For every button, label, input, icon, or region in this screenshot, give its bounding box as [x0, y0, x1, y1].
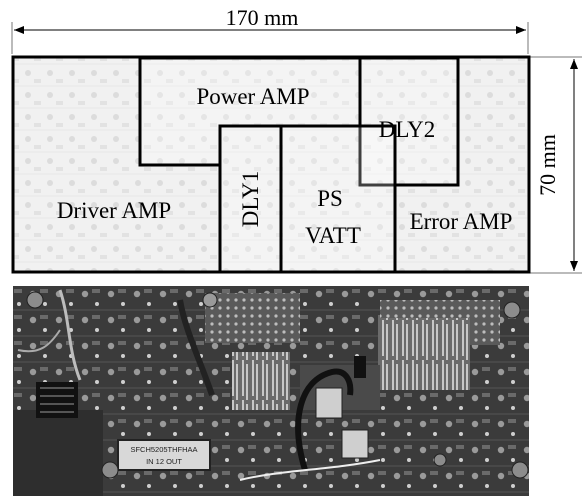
- error-amp-label: Error AMP: [410, 209, 513, 234]
- chip-component: [315, 387, 343, 419]
- meander-line: [378, 318, 470, 390]
- screw: [503, 301, 521, 319]
- board-background: [13, 57, 529, 272]
- dly2-label: DLY2: [379, 117, 435, 142]
- wire: [17, 329, 61, 353]
- meander-line: [232, 352, 290, 410]
- dly1-label: DLY1: [238, 171, 263, 227]
- coupler-component: SFCH5205THFHAA IN 12 OUT: [117, 439, 211, 471]
- chip-component: [354, 356, 366, 378]
- screw: [202, 292, 218, 308]
- svg-text:SFCH5205THFHAA: SFCH5205THFHAA: [130, 445, 197, 454]
- screw: [433, 453, 447, 467]
- dly2-block: [358, 56, 460, 187]
- heat-sink: [36, 382, 78, 418]
- wire: [239, 459, 381, 481]
- via-field: [205, 293, 300, 343]
- height-label: 70 mm: [535, 134, 560, 196]
- coax-cable: [295, 368, 354, 471]
- screw: [511, 461, 529, 479]
- screw: [26, 291, 44, 309]
- svg-text:IN 12 OUT: IN 12 OUT: [146, 457, 182, 466]
- height-dimension: 70 mm: [530, 56, 582, 274]
- board-outline: [11, 55, 531, 274]
- width-dimension: 170 mm: [11, 5, 529, 54]
- ps-vatt-block: [279, 124, 397, 274]
- coax-cable: [177, 299, 215, 396]
- wire: [58, 289, 82, 381]
- width-label: 170 mm: [226, 5, 299, 30]
- ps-label: PS: [317, 186, 343, 211]
- screw: [101, 461, 119, 479]
- chip-component: [341, 429, 369, 459]
- error-amp-block: [393, 58, 460, 272]
- power-amp-label: Power AMP: [196, 84, 309, 109]
- board-photo: SFCH5205THFHAA IN 12 OUT: [13, 286, 529, 496]
- dly1-block: [218, 124, 283, 274]
- vatt-label: VATT: [305, 223, 361, 248]
- driver-amp-label: Driver AMP: [57, 198, 171, 223]
- layout-blocks: [11, 55, 531, 274]
